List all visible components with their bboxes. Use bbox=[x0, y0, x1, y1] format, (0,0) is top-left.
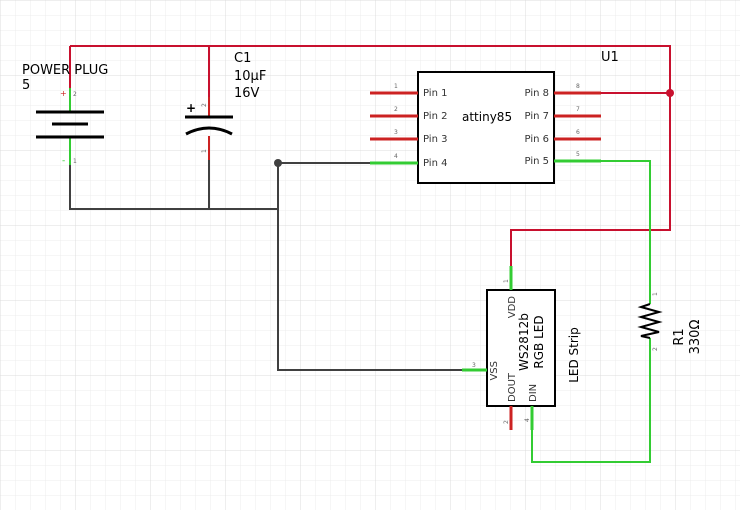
led-vss-num: 3 bbox=[472, 362, 476, 369]
cap-polarity-plus: + bbox=[186, 101, 196, 115]
ic-pin7-label: Pin 7 bbox=[525, 111, 549, 122]
gnd-wire-led[interactable] bbox=[277, 163, 462, 371]
led-dout-label: DOUT bbox=[507, 372, 518, 402]
ic-pin2-label: Pin 2 bbox=[423, 111, 447, 122]
led-vdd-num: 1 bbox=[503, 279, 510, 283]
c1-voltage: 16V bbox=[234, 86, 260, 101]
r1-pin1-num: 1 bbox=[652, 292, 659, 296]
power-plug[interactable]: POWER PLUG 5 + 2 - 1 bbox=[22, 63, 108, 166]
ic-pin7-num: 7 bbox=[576, 106, 580, 113]
ic-pin1-label: Pin 1 bbox=[423, 88, 447, 99]
r1-pin2-num: 2 bbox=[652, 347, 659, 351]
ic-u1[interactable]: attiny85 U1 1 2 3 4 Pin 1 Pin 2 Pin 3 Pi… bbox=[370, 50, 619, 184]
power-plug-name: POWER PLUG bbox=[22, 63, 108, 78]
c1-pin1-num: 1 bbox=[201, 149, 208, 153]
led-vss-label: VSS bbox=[489, 361, 500, 381]
resistor-r1[interactable]: 1 2 R1 330Ω bbox=[637, 290, 703, 355]
ic-pin3-label: Pin 3 bbox=[423, 134, 447, 145]
plug-plus-sign: + bbox=[60, 89, 67, 98]
ic-pin2-num: 2 bbox=[394, 106, 398, 113]
ic-pin3-num: 3 bbox=[394, 129, 398, 136]
plug-pin2-num: 2 bbox=[73, 91, 77, 98]
led-din-num: 4 bbox=[524, 418, 531, 422]
cap-plate-curved bbox=[185, 126, 233, 136]
junction-dot-gnd bbox=[274, 159, 282, 167]
ic-pin4-label: Pin 4 bbox=[423, 158, 447, 169]
junction-dot-vcc bbox=[666, 89, 674, 97]
c1-value: 10µF bbox=[234, 69, 266, 84]
pin5-r1-wire[interactable] bbox=[601, 160, 651, 290]
r1-value: 330Ω bbox=[688, 320, 703, 355]
led-din-label: DIN bbox=[528, 384, 539, 402]
r1-din-wire[interactable] bbox=[531, 352, 651, 463]
c1-name: C1 bbox=[234, 51, 251, 66]
led-dout-num: 2 bbox=[503, 420, 510, 424]
c1-pin2-num: 2 bbox=[201, 103, 208, 107]
led-vdd-label: VDD bbox=[507, 296, 518, 319]
ic-pin1-num: 1 bbox=[394, 83, 398, 90]
ic-pin8-label: Pin 8 bbox=[525, 88, 549, 99]
ic-pin5-label: Pin 5 bbox=[525, 156, 549, 167]
resistor-zigzag bbox=[637, 303, 663, 339]
ic-body bbox=[417, 71, 555, 184]
led-body bbox=[486, 289, 556, 407]
plug-pin1-num: 1 bbox=[73, 158, 77, 165]
ic-pin6-label: Pin 6 bbox=[525, 134, 549, 145]
vcc-net-wire[interactable] bbox=[70, 45, 671, 266]
ic-pin8-num: 8 bbox=[576, 83, 580, 90]
ic-part-name: attiny85 bbox=[462, 110, 512, 124]
ic-pin4-num: 4 bbox=[394, 153, 398, 160]
led-part-desc: RGB LED bbox=[532, 315, 546, 368]
capacitor-c1[interactable]: + C1 10µF 16V 2 1 bbox=[185, 51, 266, 160]
power-plug-value: 5 bbox=[22, 78, 30, 93]
green-wires bbox=[531, 160, 651, 463]
led-part-name: WS2812b bbox=[517, 313, 531, 371]
plug-minus-sign: - bbox=[62, 156, 65, 166]
led-strip-label: LED Strip bbox=[567, 327, 581, 383]
black-wires bbox=[69, 160, 462, 371]
ic-pin6-num: 6 bbox=[576, 129, 580, 136]
red-wires bbox=[69, 45, 671, 266]
led-ws2812b[interactable]: 1 3 2 4 VDD VSS DOUT DIN WS2812b RGB LED… bbox=[462, 266, 581, 430]
ic-pin5-num: 5 bbox=[576, 151, 580, 158]
r1-name: R1 bbox=[672, 328, 687, 345]
ic-designator: U1 bbox=[601, 50, 619, 65]
